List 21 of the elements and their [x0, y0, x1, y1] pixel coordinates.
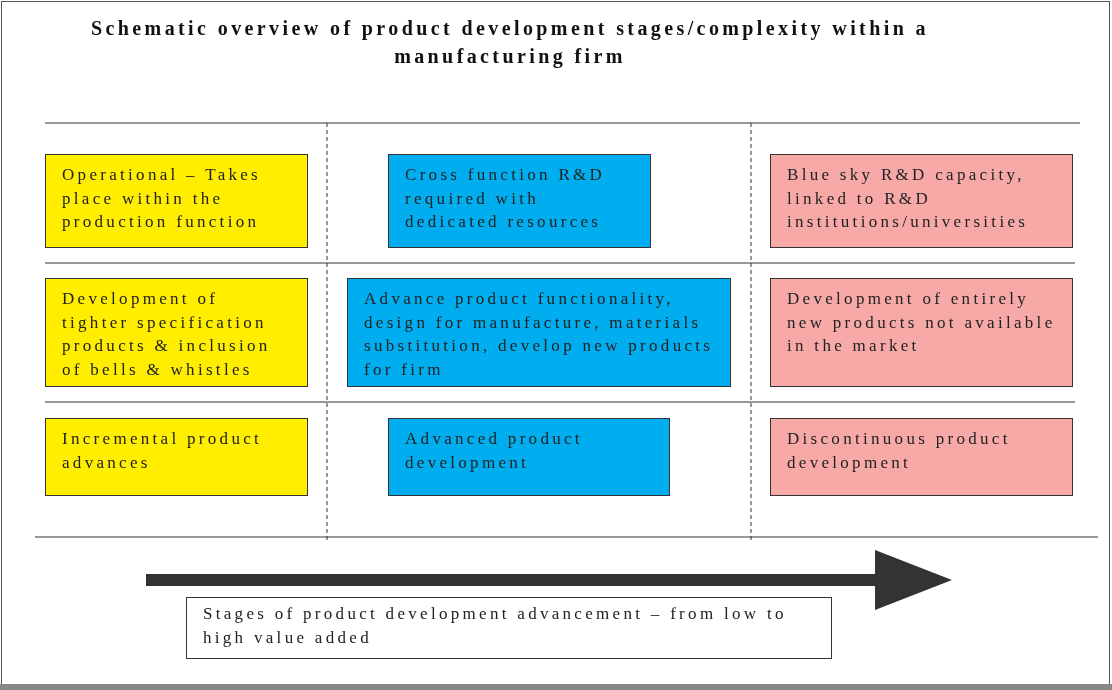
stage-box	[770, 418, 1073, 496]
box-text: Discontinuous product development	[787, 428, 1012, 474]
stage-box	[770, 154, 1073, 248]
stage-box	[45, 418, 308, 496]
box-text: Advance product functionality, design for manufacture, materials substitution, develop new products for firm	[364, 288, 714, 381]
box-text: Operational – Takes place within the production function	[62, 164, 263, 233]
caption-box	[186, 597, 832, 659]
stage-box	[45, 278, 308, 387]
stage-box	[388, 154, 651, 248]
stage-box	[347, 278, 731, 387]
box-text: Blue sky R&D capacity, linked to R&D institutions/universities	[787, 164, 1030, 233]
box-text: Advanced product development	[405, 428, 584, 474]
box-text: Incremental product advances	[62, 428, 264, 474]
stage-box	[45, 154, 308, 248]
box-text: Stages of product development advancement – from low to high value added	[203, 603, 788, 649]
box-text: Cross function R&D required with dedicated resources	[405, 164, 607, 233]
stage-box	[770, 278, 1073, 387]
box-text: Development of tighter specification products & inclusion of bells & whistles	[62, 288, 272, 381]
box-text: Development of entirely new products not available in the market	[787, 288, 1056, 357]
title: Schematic overview of product development stages/complexity within a manufacturing firm	[90, 16, 930, 70]
stage-box	[388, 418, 670, 496]
